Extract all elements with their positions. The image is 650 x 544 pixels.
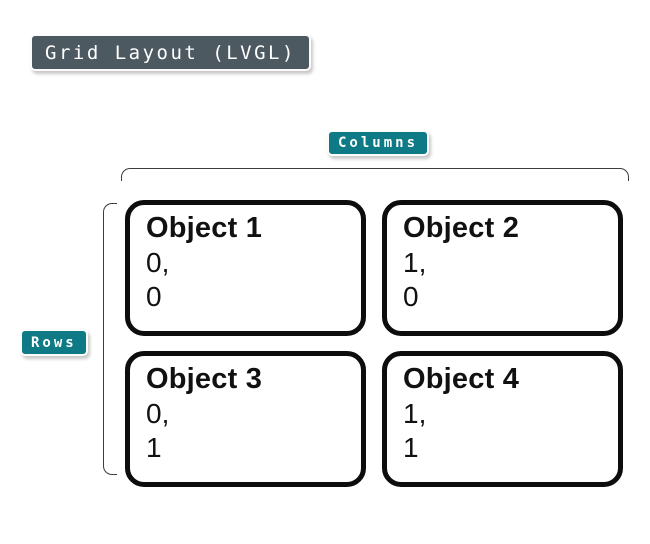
cell-title: Object 3 [146,363,263,395]
cell-title: Object 1 [146,212,263,244]
grid-cell-object-1: Object 1 0, 0 [125,200,366,336]
cell-row-index: 0 [146,281,162,312]
cell-title: Object 4 [403,363,520,395]
cell-title: Object 2 [403,212,520,244]
grid-cell-object-2: Object 2 1, 0 [382,200,623,336]
grid-cell-object-3: Object 3 0, 1 [125,351,366,487]
rows-label-badge: Rows [20,329,88,356]
diagram-title-text: Grid Layout (LVGL) [45,41,296,64]
grid-container: Object 1 0, 0 Object 2 1, 0 Object 3 0, … [125,200,623,487]
rows-bracket [103,203,117,475]
columns-bracket [121,168,629,181]
cell-col-index: 1, [403,247,427,278]
diagram-title-badge: Grid Layout (LVGL) [30,34,311,71]
cell-col-index: 1, [403,398,427,429]
rows-label-text: Rows [31,334,77,351]
columns-label-text: Columns [338,135,419,151]
cell-row-index: 0 [403,281,419,312]
cell-col-index: 0, [146,398,170,429]
columns-label-badge: Columns [327,130,430,156]
cell-row-index: 1 [403,432,419,463]
grid-cell-object-4: Object 4 1, 1 [382,351,623,487]
cell-row-index: 1 [146,432,162,463]
cell-col-index: 0, [146,247,170,278]
